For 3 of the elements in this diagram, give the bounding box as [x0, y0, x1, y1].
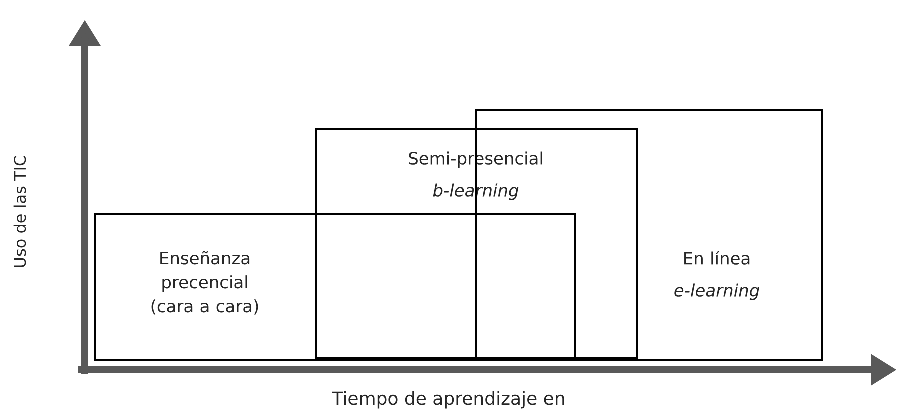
axis-label: Uso de las TIC — [14, 156, 26, 268]
box: Enseñanza precencial (cara a cara) — [94, 213, 576, 361]
axis-label: Tiempo de aprendizaje en — [332, 391, 564, 409]
